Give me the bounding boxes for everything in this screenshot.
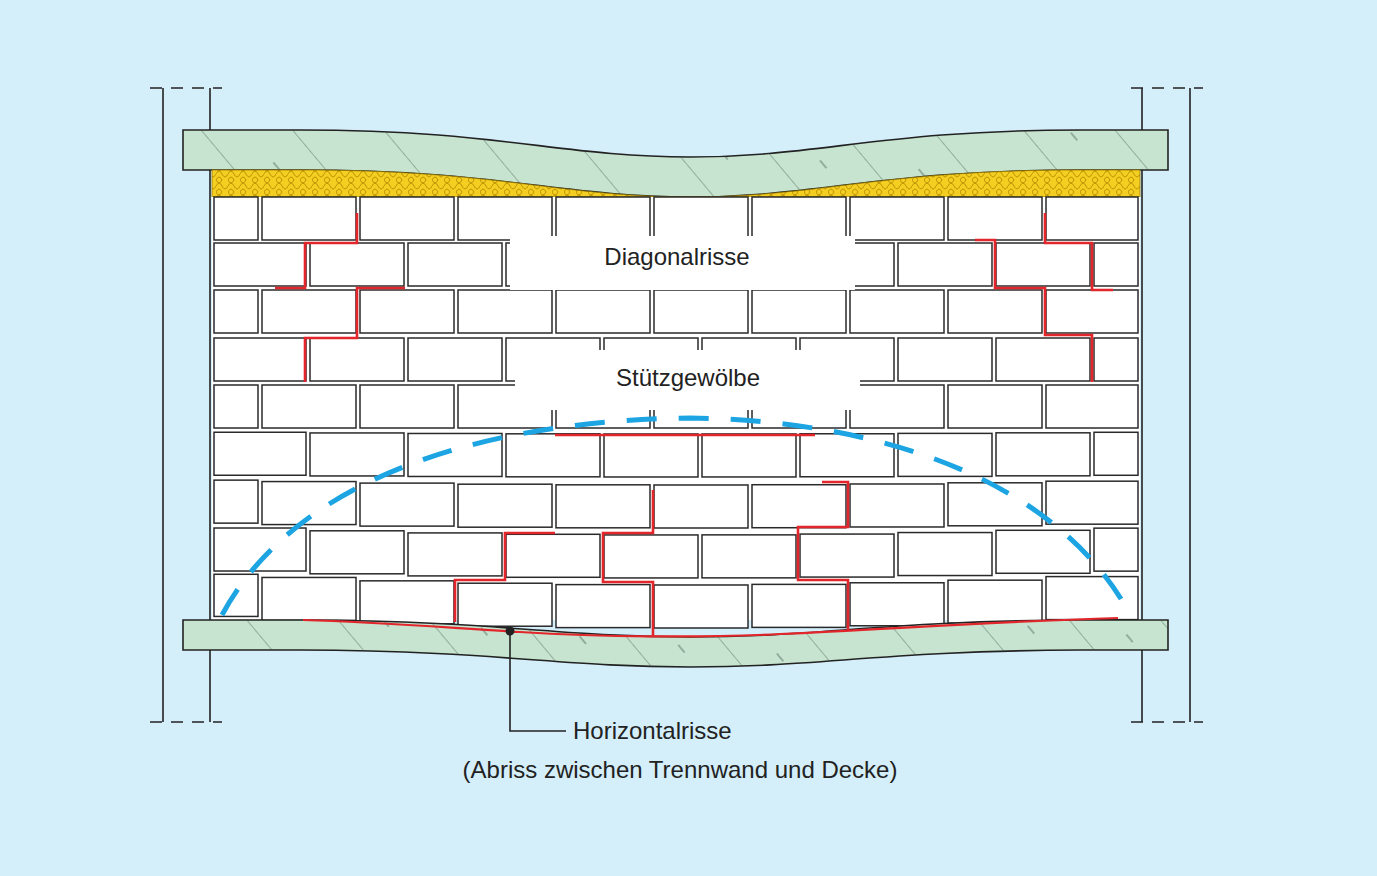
brick [752,485,846,528]
brick [360,483,454,526]
brick [1046,481,1138,524]
brick [214,480,258,523]
brick [996,530,1090,573]
slab-hatching [183,620,1168,667]
brick [214,243,306,286]
brick [800,534,894,577]
brick [408,338,502,381]
insulation-layer [212,170,1140,197]
brick [604,434,698,477]
brick [1046,577,1138,620]
brick [850,290,944,333]
brick [458,583,552,626]
brick [752,584,846,627]
cracks [275,213,1118,636]
brick [310,338,404,381]
wall [212,197,1140,620]
brick [1094,528,1138,571]
brick [360,197,454,240]
brick [214,338,306,381]
column [150,88,1203,722]
brick [506,434,600,477]
brick [654,197,748,240]
brick [898,243,992,286]
brick [458,290,552,333]
brick [654,485,748,528]
bricks [214,197,1138,628]
brick [214,432,306,475]
brick [752,197,846,240]
slab-hatching [183,130,1168,197]
brick [214,385,258,428]
brick [262,290,356,333]
brick [1094,432,1138,475]
brick [1094,243,1138,286]
leader-line [506,627,567,732]
brick [1046,197,1138,240]
brick [898,433,992,476]
brick [800,434,894,477]
brick [850,583,944,626]
crack-label: Diagonalrisse [604,243,749,271]
brick [948,385,1042,428]
brick [360,581,454,624]
brick [506,534,600,577]
brick [604,535,698,578]
brick [1046,290,1138,333]
brick [1094,338,1138,381]
brick [458,484,552,527]
top-slab [183,130,1168,197]
brick [408,243,502,286]
brick [654,585,748,628]
brick [850,484,944,527]
brick [556,485,650,528]
bottom-slab [183,620,1168,667]
brick [702,434,796,477]
brick [948,580,1042,623]
crack-label: Horizontalrisse [573,717,732,745]
brick [262,385,356,428]
brick [702,535,796,578]
brick [996,338,1090,381]
brick [408,533,502,576]
brick [214,290,258,333]
brick [898,338,992,381]
brick [310,243,404,286]
brick [360,385,454,428]
brick [310,531,404,574]
brick [310,433,404,476]
brick [556,197,650,240]
support-arch [222,418,1132,618]
brick [898,533,992,576]
brick [214,197,258,240]
brick [262,197,356,240]
brick [948,197,1042,240]
brick [654,290,748,333]
brick [752,290,846,333]
brick [1046,385,1138,428]
brick [262,577,356,620]
brick [850,385,944,428]
brick [360,290,454,333]
note-label: (Abriss zwischen Trennwand und Decke) [463,756,898,784]
brick [948,290,1042,333]
brick [850,197,944,240]
label-patch [510,236,855,290]
label-patch [515,350,860,410]
brick [556,290,650,333]
brick [996,243,1090,286]
brick [996,433,1090,476]
brick [556,585,650,628]
arch-label: Stützgewölbe [616,364,760,392]
brick [458,197,552,240]
